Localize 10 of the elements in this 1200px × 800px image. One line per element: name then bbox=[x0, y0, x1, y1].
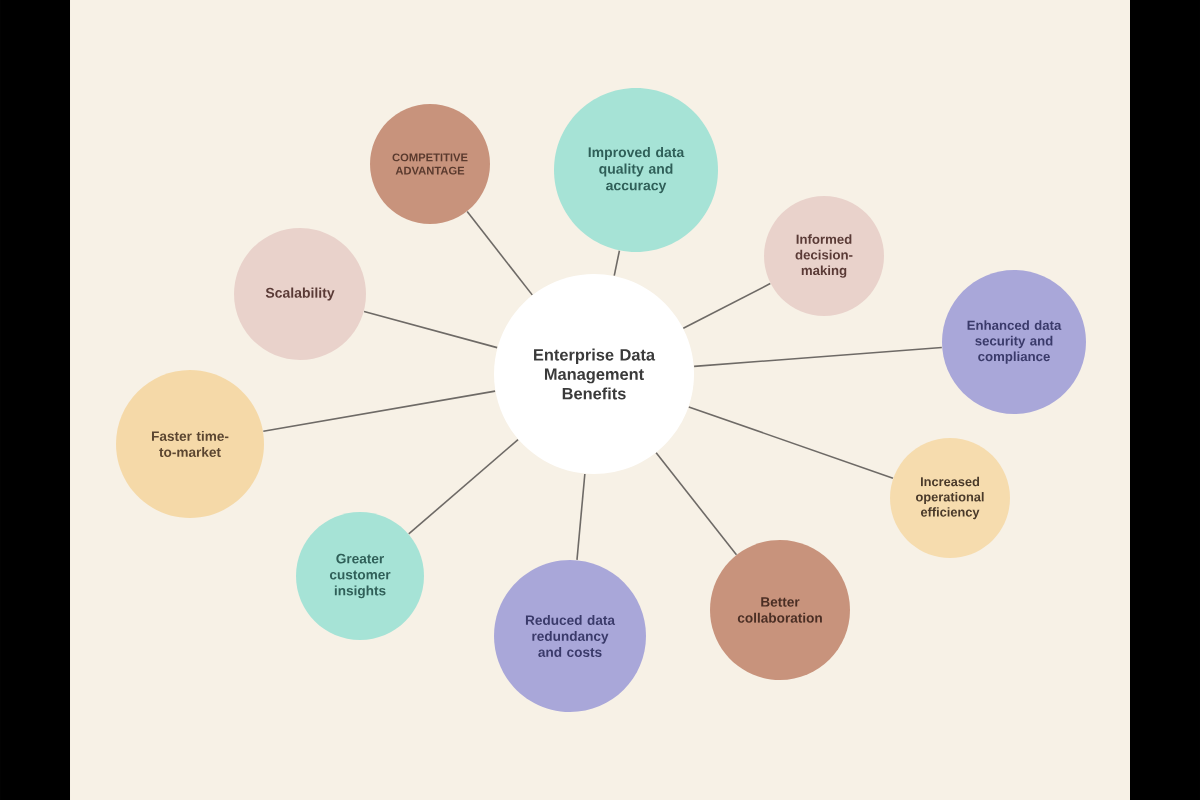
connector-line bbox=[682, 282, 772, 329]
connector-line bbox=[466, 210, 533, 296]
connector-line bbox=[576, 473, 586, 561]
connector-line bbox=[407, 438, 519, 535]
connector-line bbox=[688, 406, 894, 479]
connector-line bbox=[655, 452, 738, 556]
connector-line bbox=[613, 249, 621, 277]
connector-line bbox=[363, 310, 498, 349]
connector-line bbox=[693, 346, 943, 368]
connector-line bbox=[262, 390, 496, 433]
